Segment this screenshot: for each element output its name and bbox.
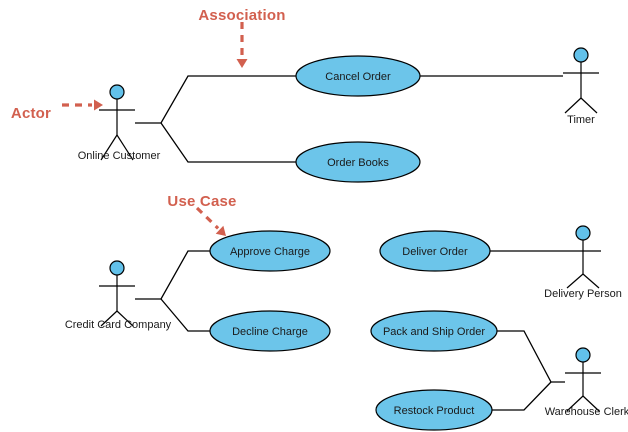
use-case-label: Restock Product [394,405,475,417]
annotation-arrow-head-icon [236,59,248,68]
actor-head-icon [573,47,589,63]
actor-leg-right [582,395,600,412]
use-case-shape [379,230,491,272]
actor-leg-right [116,310,134,327]
annotation-arrow-shaft [195,206,220,230]
use-case-restock-product[interactable]: Restock Product [375,389,493,431]
use-case-order-books[interactable]: Order Books [295,141,421,183]
use-case-label: Cancel Order [325,71,391,83]
association-online-customer-branch[interactable] [135,75,296,124]
actor-leg-left [100,134,118,161]
use-case-decline-charge[interactable]: Decline Charge [209,310,331,352]
association-pack-ship-warehouse-clerk[interactable] [497,330,565,383]
use-case-shape [370,310,498,352]
actor-delivery-person[interactable]: Delivery Person [544,225,622,300]
actor-leg-right [582,273,600,289]
annotation-label: Actor [11,105,51,122]
association-online-customer-branch-lower[interactable] [160,122,296,163]
use-case-shape [209,230,331,272]
actor-online-customer[interactable]: Online Customer [78,84,161,162]
actor-credit-card-company[interactable]: Credit Card Company [65,260,172,331]
actor-timer[interactable]: Timer [563,47,599,126]
actor-head-icon [109,260,125,276]
use-case-shape [295,141,421,183]
association-credit-card-branch-upper[interactable] [135,250,210,300]
use-case-cancel-order[interactable]: Cancel Order [295,55,421,97]
actor-label: Warehouse Clerk [545,406,628,418]
association-restock-warehouse-clerk[interactable] [492,381,552,411]
actor-warehouse-clerk[interactable]: Warehouse Clerk [545,347,628,418]
use-case-label: Deliver Order [402,246,468,258]
use-case-approve-charge[interactable]: Approve Charge [209,230,331,272]
actor-head-icon [575,225,591,241]
actor-leg-left [566,395,584,412]
actor-label: Credit Card Company [65,319,172,331]
actor-label: Online Customer [78,150,161,162]
annotation-arrow-head-icon [215,225,226,236]
actor-leg-left [566,273,584,289]
use-case-shape [209,310,331,352]
actor-leg-left [100,310,118,327]
actor-leg-left [564,97,582,114]
use-case-label: Pack and Ship Order [383,326,485,338]
use-case-label: Order Books [327,157,389,169]
annotation-label: Use Case [167,193,236,210]
annotation-actor-annotation: Actor [11,99,103,122]
annotation-use-case-annotation: Use Case [167,193,236,236]
use-case-label: Decline Charge [232,326,308,338]
annotation-label: Association [198,7,285,24]
use-case-shape [295,55,421,97]
use-case-pack-and-ship-order[interactable]: Pack and Ship Order [370,310,498,352]
use-case-shape [375,389,493,431]
actor-label: Delivery Person [544,288,622,300]
use-case-deliver-order[interactable]: Deliver Order [379,230,491,272]
actor-leg-right [580,97,598,114]
annotation-association-annotation: Association [198,7,285,68]
association-layer [135,75,565,411]
association-credit-card-branch-lower[interactable] [160,298,210,332]
annotation-arrow-head-icon [94,99,103,111]
actor-leg-right [116,134,134,161]
actor-head-icon [575,347,591,363]
actor-label: Timer [567,114,595,126]
actor-head-icon [109,84,125,100]
use-case-label: Approve Charge [230,246,310,258]
